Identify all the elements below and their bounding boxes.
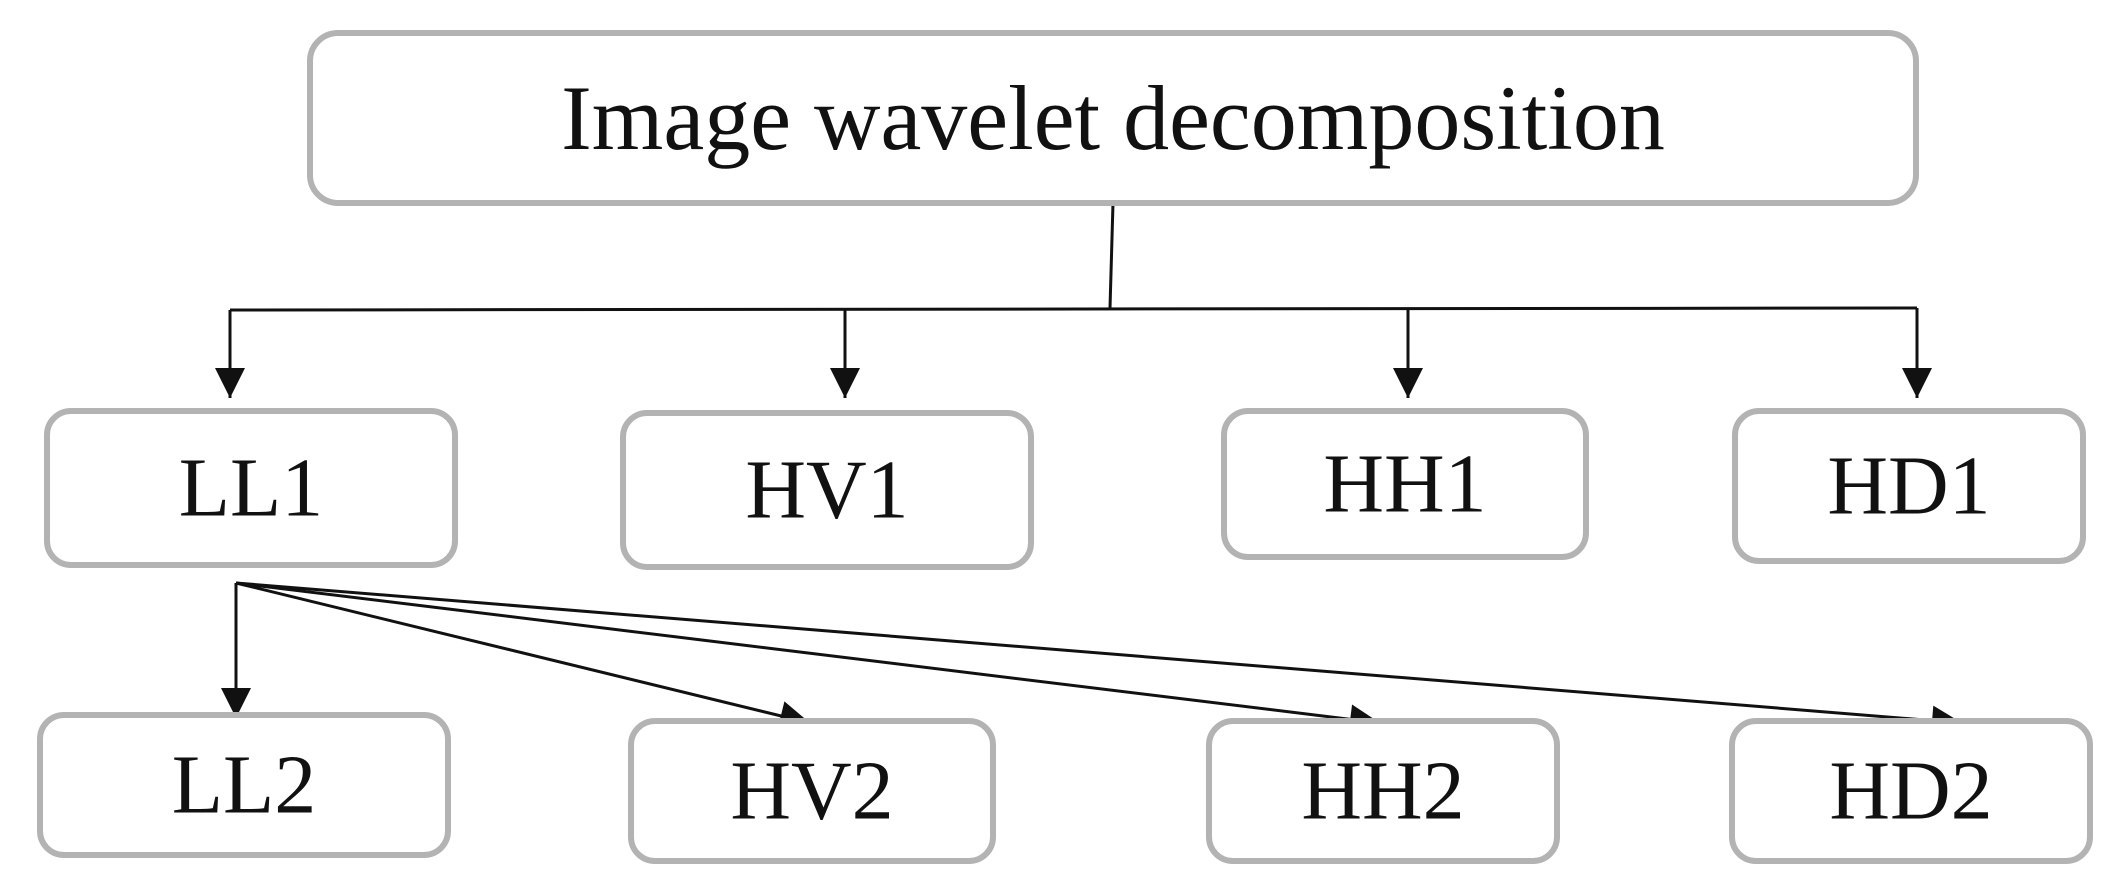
node-hd1-label: HD1 <box>1827 440 1990 533</box>
node-hh1-label: HH1 <box>1323 438 1486 531</box>
edge-root-ll1-arrowhead <box>215 368 245 398</box>
node-hv1-label: HV1 <box>745 444 908 537</box>
node-ll2-label: LL2 <box>172 739 317 832</box>
node-root-label: Image wavelet decomposition <box>561 67 1665 169</box>
node-hd1: HD1 <box>1732 408 2086 564</box>
edge-ll1-hd2-line <box>235 581 1963 725</box>
node-hh1: HH1 <box>1221 408 1589 560</box>
node-root-box <box>307 30 1919 206</box>
node-hv1-box <box>620 410 1034 570</box>
edge-root-hh1-arrowhead <box>1393 368 1423 398</box>
node-hv2: HV2 <box>628 718 996 864</box>
connector-layer <box>215 202 1963 736</box>
node-hh2: HH2 <box>1206 718 1560 864</box>
node-ll1-label: LL1 <box>179 442 324 535</box>
edge-ll1-hv2-line <box>235 581 811 725</box>
edge-root-hd1-arrowhead <box>1902 368 1932 398</box>
edge-ll1-ll2-arrowhead <box>221 688 251 718</box>
node-ll2: LL2 <box>37 712 451 858</box>
node-ll1: LL1 <box>44 408 458 568</box>
node-hv2-box <box>628 718 996 864</box>
node-hv2-label: HV2 <box>730 745 893 838</box>
node-hh1-box <box>1221 408 1589 560</box>
node-hd2: HD2 <box>1729 718 2093 864</box>
node-ll1-box <box>44 408 458 568</box>
node-root: Image wavelet decomposition <box>307 30 1919 206</box>
node-hh2-box <box>1206 718 1560 864</box>
node-hd2-box <box>1729 718 2093 864</box>
node-hv1: HV1 <box>620 410 1034 570</box>
edge-ll1-hh2-line <box>235 581 1381 725</box>
node-hd1-box <box>1732 408 2086 564</box>
edge-root-bus <box>229 306 1918 312</box>
edge-root-trunk <box>1108 202 1115 309</box>
node-hh2-label: HH2 <box>1301 745 1464 838</box>
edge-root-hv1-arrowhead <box>830 368 860 398</box>
node-hd2-label: HD2 <box>1829 745 1992 838</box>
node-ll2-box <box>37 712 451 858</box>
